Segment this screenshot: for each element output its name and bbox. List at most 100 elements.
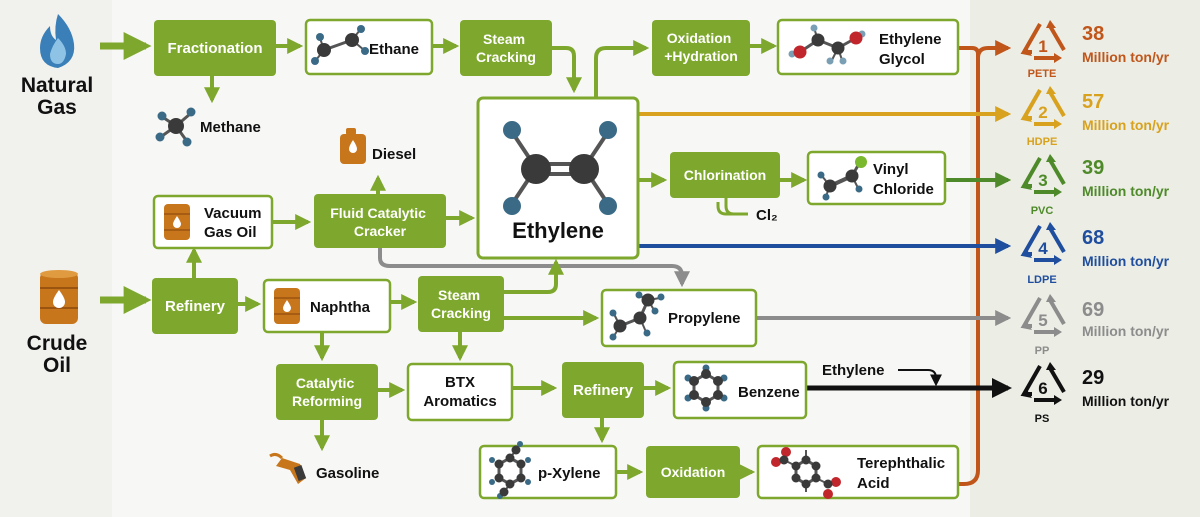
resin-abbr: HDPE bbox=[1027, 136, 1058, 148]
process-label: Chlorination bbox=[684, 167, 766, 183]
svg-text:Steam Cracking: Steam Cracking bbox=[431, 287, 491, 321]
cl2-input-line bbox=[716, 202, 740, 216]
ethylene-input-arrow bbox=[898, 369, 942, 387]
crude-oil-label-1: Crude bbox=[27, 332, 88, 355]
resin-abbr: PVC bbox=[1031, 205, 1054, 217]
naphtha-barrel-icon bbox=[274, 288, 300, 324]
fuel-nozzle-icon bbox=[269, 452, 307, 484]
process-catalytic-reforming: Catalytic Reforming bbox=[276, 364, 378, 420]
production-unit: Million ton/yr bbox=[1082, 117, 1170, 133]
methane-label: Methane bbox=[200, 119, 261, 136]
plastic-ps: 6 PS 29 Million ton/yr bbox=[1020, 360, 1170, 425]
resin-code: 3 bbox=[1038, 171, 1047, 190]
svg-text:Million ton/yr: Million ton/yr bbox=[1082, 393, 1170, 409]
terephthalic-acid-molecule-icon bbox=[771, 447, 841, 499]
plastic-pvc: 3 PVC 39 Million ton/yr bbox=[1020, 152, 1170, 217]
ethylene-glycol-molecule-icon bbox=[788, 24, 866, 65]
product-label-p-xylene: p-Xylene bbox=[538, 465, 601, 482]
svg-text:Million ton/yr: Million ton/yr bbox=[1082, 183, 1170, 199]
product-label-ethane: Ethane bbox=[369, 41, 419, 58]
svg-text:Million ton/yr: Million ton/yr bbox=[1082, 253, 1170, 269]
propylene-molecule-icon bbox=[609, 291, 665, 341]
svg-text:Million ton/yr: Million ton/yr bbox=[1082, 117, 1170, 133]
process-label: Catalytic bbox=[296, 375, 355, 391]
cl2-label: Cl₂ bbox=[756, 207, 778, 224]
product-label-terephthalic-2: Acid bbox=[857, 475, 890, 492]
product-label-vinyl-chloride-1: Vinyl bbox=[873, 161, 909, 178]
svg-text:38: 38 bbox=[1082, 23, 1104, 45]
fuel-can-icon bbox=[340, 128, 366, 164]
process-refinery-mid: Refinery bbox=[562, 362, 644, 418]
process-oxidation-hydration: Oxidation +Hydration bbox=[652, 20, 750, 76]
process-label: Oxidation bbox=[667, 30, 732, 46]
vacuum-gas-oil-barrel-icon bbox=[164, 204, 190, 240]
svg-text:29: 29 bbox=[1082, 367, 1104, 389]
svg-text:Fractionation: Fractionation bbox=[167, 40, 262, 57]
process-chlorination: Chlorination bbox=[670, 152, 780, 198]
process-label: Fractionation bbox=[167, 40, 262, 57]
resin-abbr: PETE bbox=[1028, 68, 1057, 80]
process-label: Fluid Catalytic bbox=[330, 205, 426, 221]
production-unit: Million ton/yr bbox=[1082, 253, 1170, 269]
svg-text:4: 4 bbox=[1038, 239, 1048, 258]
product-label-btx-1: BTX bbox=[445, 374, 475, 391]
oil-barrel-icon bbox=[40, 270, 78, 324]
svg-text:Fluid Catalytic Cracker: Fluid Catalytic Cracker bbox=[330, 205, 430, 239]
svg-text:3: 3 bbox=[1038, 171, 1047, 190]
resin-abbr: LDPE bbox=[1027, 274, 1056, 286]
resin-abbr: PS bbox=[1035, 413, 1050, 425]
product-label-ethylene-glycol-2: Glycol bbox=[879, 51, 925, 68]
natural-gas-label-1: Natural bbox=[21, 74, 93, 97]
svg-text:PS: PS bbox=[1035, 413, 1050, 425]
resin-abbr: PP bbox=[1035, 345, 1050, 357]
svg-text:LDPE: LDPE bbox=[1027, 274, 1056, 286]
pete-feed-line bbox=[958, 40, 1012, 486]
svg-text:2: 2 bbox=[1038, 103, 1047, 122]
svg-text:p-Xylene: p-Xylene bbox=[538, 465, 601, 482]
svg-text:1: 1 bbox=[1038, 37, 1047, 56]
ethylene-center-box: Ethylene bbox=[476, 96, 640, 260]
process-label: Reforming bbox=[292, 393, 362, 409]
product-label-btx-2: Aromatics bbox=[423, 393, 496, 410]
left-panel bbox=[0, 0, 112, 517]
process-oxidation-bottom: Oxidation bbox=[646, 446, 740, 498]
process-label: Cracking bbox=[431, 305, 491, 321]
svg-text:Ethylene: Ethylene bbox=[512, 218, 604, 243]
plastic-hdpe: 2 HDPE 57 Million ton/yr bbox=[1020, 84, 1170, 148]
p-xylene-molecule-icon bbox=[489, 441, 531, 499]
process-fractionation: Fractionation bbox=[154, 20, 276, 76]
svg-text:39: 39 bbox=[1082, 157, 1104, 179]
svg-text:Gasoline: Gasoline bbox=[316, 465, 379, 482]
process-label: +Hydration bbox=[664, 48, 738, 64]
plastic-ldpe: 4 LDPE 68 Million ton/yr bbox=[1020, 220, 1170, 286]
svg-text:PVC: PVC bbox=[1031, 205, 1054, 217]
process-refinery-left: Refinery bbox=[152, 278, 238, 334]
plastic-pete: 1 PETE 38 Million ton/yr bbox=[1020, 18, 1170, 80]
process-steam-cracking-mid: Steam Cracking bbox=[418, 276, 504, 332]
svg-text:Oxidation +Hydration: Oxidation +Hydration bbox=[664, 30, 738, 64]
svg-text:Diesel: Diesel bbox=[372, 146, 416, 163]
svg-text:Ethane: Ethane bbox=[369, 41, 419, 58]
svg-text:68: 68 bbox=[1082, 227, 1104, 249]
svg-text:Ethylene: Ethylene bbox=[822, 362, 885, 379]
product-label-vacuum-gas-oil-2: Gas Oil bbox=[204, 224, 257, 241]
process-fluid-catalytic-cracker: Fluid Catalytic Cracker bbox=[314, 194, 446, 248]
product-label-ethylene-glycol-1: Ethylene bbox=[879, 31, 942, 48]
cracker-to-propylene-line bbox=[378, 248, 690, 288]
process-label: Steam bbox=[483, 31, 525, 47]
methane-molecule-icon bbox=[155, 107, 196, 147]
svg-text:Propylene: Propylene bbox=[668, 310, 741, 327]
svg-text:Million ton/yr: Million ton/yr bbox=[1082, 49, 1170, 65]
svg-text:PP: PP bbox=[1035, 345, 1050, 357]
production-value: 69 bbox=[1082, 299, 1104, 321]
svg-text:69: 69 bbox=[1082, 299, 1104, 321]
diesel-label: Diesel bbox=[372, 146, 416, 163]
process-steam-cracking-top: Steam Cracking bbox=[460, 20, 552, 76]
flame-icon bbox=[40, 14, 75, 68]
